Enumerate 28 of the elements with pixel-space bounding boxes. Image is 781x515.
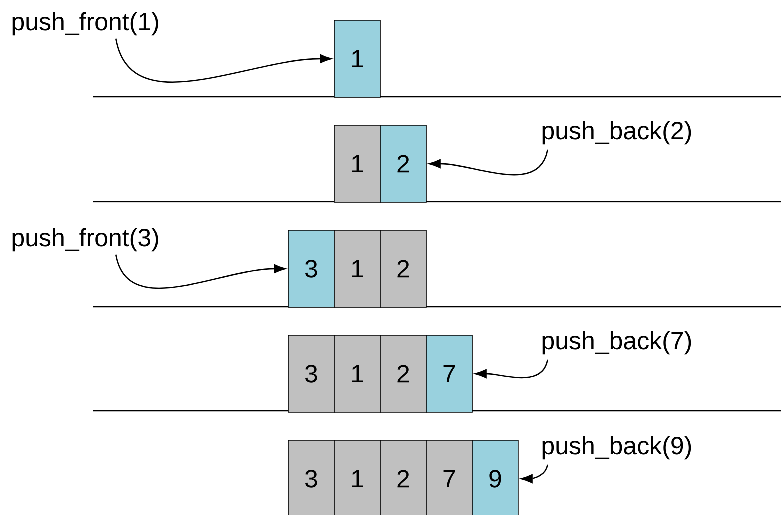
- element-cell: 3: [288, 440, 335, 515]
- arrow: [115, 38, 332, 83]
- new-element-cell: 2: [380, 125, 427, 203]
- arrow: [115, 254, 286, 289]
- element-cell: 1: [334, 335, 381, 413]
- element-cell: 7: [426, 440, 473, 515]
- new-element-cell: 1: [334, 20, 381, 98]
- element-cell: 3: [288, 335, 335, 413]
- operation-label: push_front(3): [12, 228, 158, 252]
- new-element-cell: 3: [288, 230, 335, 308]
- element-cell: 1: [334, 440, 381, 515]
- element-cell: 2: [380, 440, 427, 515]
- arrow: [429, 150, 548, 176]
- element-cell: 1: [334, 230, 381, 308]
- operation-label: push_back(2): [542, 121, 692, 145]
- element-cell: 2: [380, 335, 427, 413]
- new-element-cell: 9: [472, 440, 519, 515]
- node-label: 1: [352, 470, 364, 488]
- operation-label: push_back(7): [542, 331, 692, 355]
- element-cell: 1: [334, 125, 381, 203]
- node-label: 2: [398, 470, 410, 488]
- node-label: 3: [305, 470, 318, 488]
- element-cell: 2: [380, 230, 427, 308]
- arrow: [521, 464, 549, 484]
- arrow: [475, 360, 548, 379]
- new-element-cell: 7: [426, 335, 473, 413]
- operation-label: push_back(9): [542, 436, 692, 460]
- operation-label: push_front(1): [12, 12, 158, 36]
